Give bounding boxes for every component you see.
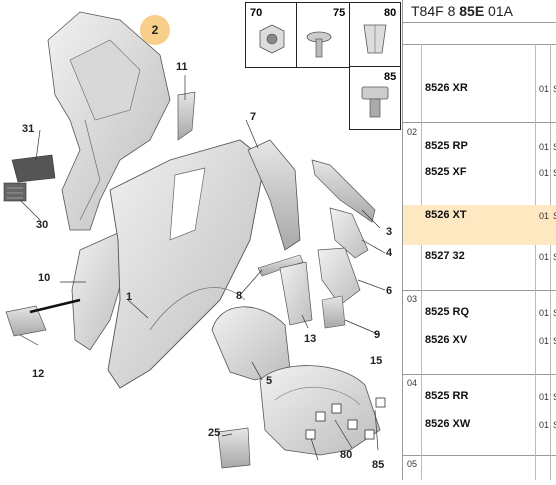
callout-12: 12	[32, 368, 45, 380]
section-divider-02	[403, 122, 556, 123]
fastener-box-70: 70	[245, 2, 297, 68]
callout-80: 80	[340, 449, 353, 461]
part-qty: 01	[539, 336, 550, 346]
callout-13: 13	[304, 333, 317, 345]
part-desc-truncated: S	[553, 142, 556, 152]
part-desc-truncated: S	[553, 308, 556, 318]
callout-31: 31	[22, 123, 35, 135]
callout-6: 6	[386, 285, 393, 297]
part-qty: 01	[539, 84, 550, 94]
part-qty: 01	[539, 392, 550, 402]
part-desc-truncated: S	[553, 252, 556, 262]
callout-2-badge: 2	[140, 15, 170, 45]
callout-7: 7	[250, 111, 257, 123]
callout-11: 11	[176, 61, 188, 73]
part-ref[interactable]: 8525 RR	[425, 390, 469, 402]
part-ref[interactable]: 8525 XF	[425, 166, 467, 178]
part-qty: 01	[539, 168, 550, 178]
fastener-box-75: 75	[296, 2, 350, 68]
part-ref[interactable]: 8525 RQ	[425, 306, 470, 318]
parts-illustration	[3, 11, 386, 469]
callout-85: 85	[372, 459, 385, 471]
part-desc-truncated: S	[553, 336, 556, 346]
part-desc-truncated: S	[553, 168, 556, 178]
clip-icon	[363, 24, 387, 54]
header-divider	[403, 22, 556, 23]
nut-icon	[259, 24, 285, 54]
screw-icon	[306, 31, 332, 58]
parts-reference-panel: T84F 8 85E 01A 8526 XR 01 S 02 8525 RP 0…	[402, 0, 556, 480]
col-divider-1	[421, 44, 422, 480]
fastener-box-80: 80	[349, 2, 401, 68]
part-ref[interactable]: 8525 RP	[425, 140, 468, 152]
part-ref[interactable]: 8526 XR	[425, 82, 468, 94]
callout-9: 9	[374, 329, 381, 341]
part-qty: 01	[539, 252, 550, 262]
section-number: 02	[407, 127, 418, 137]
part-ref[interactable]: 8527 32	[425, 250, 465, 262]
callout-4: 4	[386, 247, 393, 259]
header-bottom-divider	[403, 44, 556, 45]
callout-5: 5	[266, 375, 273, 387]
part-ref[interactable]: 8526 XW	[425, 418, 471, 430]
callout-25: 25	[208, 427, 221, 439]
part-qty: 01	[539, 142, 550, 152]
part-desc-truncated: S	[553, 84, 556, 94]
highlighted-row-background	[403, 205, 556, 245]
section-divider-05	[403, 455, 556, 456]
callout-1: 1	[126, 291, 133, 303]
callout-8: 8	[236, 290, 243, 302]
push-clip-icon	[361, 86, 389, 118]
callout-30: 30	[36, 219, 49, 231]
callout-10: 10	[38, 272, 51, 284]
section-divider-03	[403, 290, 556, 291]
section-number: 03	[407, 294, 418, 304]
section-number: 04	[407, 378, 418, 388]
part-qty: 01	[539, 420, 550, 430]
exploded-parts-diagram: 2 1 3 4 5 6 7 8 9 10 11 12 13 15 25 30 3…	[3, 2, 401, 471]
part-desc-truncated: S	[553, 211, 556, 221]
part-ref[interactable]: 8526 XT	[425, 209, 467, 221]
callout-15: 15	[370, 355, 383, 367]
part-qty: 01	[539, 211, 550, 221]
section-divider-04	[403, 374, 556, 375]
diagram-reference-header: T84F 8 85E 01A	[411, 3, 513, 19]
callout-3: 3	[386, 226, 393, 238]
col-divider-3	[550, 44, 551, 480]
col-divider-2	[535, 44, 536, 480]
section-number: 05	[407, 459, 418, 469]
part-desc-truncated: S	[553, 420, 556, 430]
part-desc-truncated: S	[553, 392, 556, 402]
part-qty: 01	[539, 308, 550, 318]
fastener-box-85: 85	[349, 66, 401, 130]
part-ref[interactable]: 8526 XV	[425, 334, 468, 346]
